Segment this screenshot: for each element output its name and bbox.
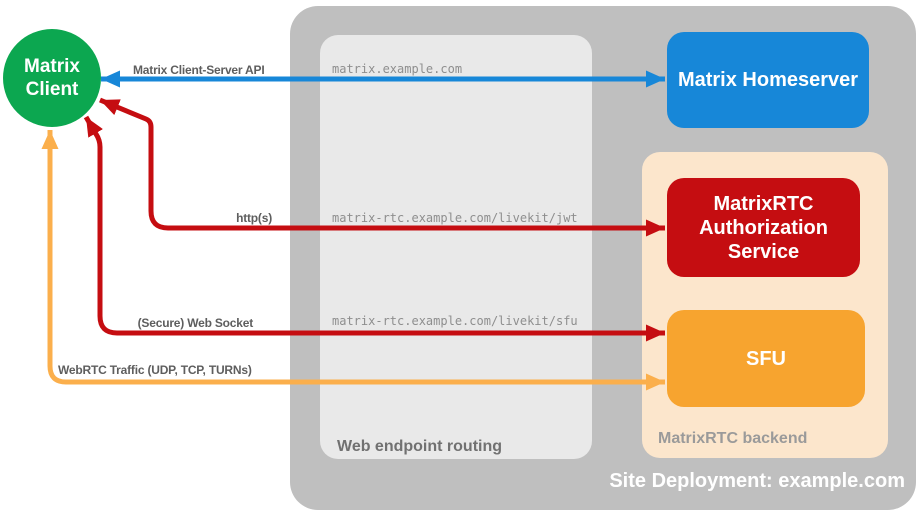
sfu-label: SFU: [746, 347, 786, 370]
matrixrtc-backend-label: MatrixRTC backend: [658, 430, 808, 447]
client-server-api-edge-label: Matrix Client-Server API: [133, 63, 265, 77]
matrix-client-label: Matrix Client: [24, 56, 80, 100]
site-deployment-label: Site Deployment: example.com: [609, 470, 905, 492]
webrtc-traffic-edge-label: WebRTC Traffic (UDP, TCP, TURNs): [58, 363, 252, 377]
web-endpoint-routing-label: Web endpoint routing: [337, 438, 503, 455]
web-endpoint-routing-container: [320, 35, 592, 459]
route-livekit-sfu: matrix-rtc.example.com/livekit/sfu: [332, 314, 578, 328]
route-livekit-jwt: matrix-rtc.example.com/livekit/jwt: [332, 211, 578, 225]
route-matrix-example-com: matrix.example.com: [332, 62, 463, 76]
matrixrtc-authorization-service-label: MatrixRTC Authorization Service: [699, 192, 828, 263]
matrix-homeserver-label: Matrix Homeserver: [677, 69, 859, 91]
sfu-node: SFU: [667, 310, 865, 407]
matrix-client-node: Matrix Client: [3, 29, 101, 127]
http-edge-label: http(s): [236, 211, 272, 225]
matrixrtc-authorization-service-node: MatrixRTC Authorization Service: [667, 178, 860, 277]
websocket-edge-label: (Secure) Web Socket: [137, 316, 254, 330]
matrix-homeserver-node: Matrix Homeserver: [667, 32, 869, 128]
